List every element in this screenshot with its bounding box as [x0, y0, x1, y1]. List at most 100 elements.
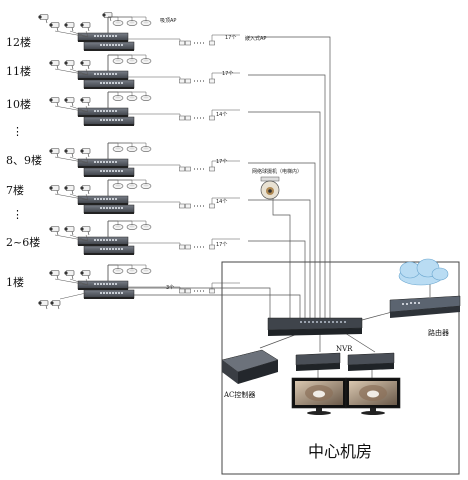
router: 路由器 — [389, 295, 461, 337]
embedded-ap-icon — [185, 115, 191, 121]
ceiling-ap-icon — [112, 267, 124, 275]
nvr-label: NVR — [336, 345, 353, 353]
ap-count-2-6: 17个 — [216, 242, 227, 248]
floor-row-8-9 — [48, 142, 240, 178]
ip-camera-icon — [48, 270, 60, 280]
ceiling-ap-icon — [126, 57, 138, 65]
ip-camera-icon — [37, 300, 49, 310]
ceiling-ap-icon — [140, 57, 152, 65]
access-switch — [77, 195, 129, 206]
ip-camera-icon — [48, 60, 60, 70]
ceiling-ap-icon — [140, 267, 152, 275]
ptz-camera-label: 网络球摄机（电梯内） — [252, 168, 302, 175]
embedded-ap-icon — [209, 40, 215, 46]
ap-count-11: 17个 — [222, 71, 233, 77]
access-switch — [83, 79, 135, 90]
ip-camera-icon — [79, 270, 91, 280]
embedded-ap-icon — [185, 166, 191, 172]
floor-row-10 — [48, 91, 240, 127]
access-switch — [77, 236, 129, 247]
floor-row-12 — [37, 12, 240, 52]
embedded-ap-icon — [179, 288, 185, 294]
ceiling-ap-icon — [112, 182, 124, 190]
ceiling-ap-icon — [112, 145, 124, 153]
floor-label-1: 1楼 — [6, 275, 24, 289]
ceiling-ap-icon — [126, 182, 138, 190]
ip-camera-icon — [63, 22, 75, 32]
embedded-ap-icon — [179, 166, 185, 172]
ip-camera-icon — [48, 226, 60, 236]
nvr-2 — [347, 352, 395, 371]
ip-camera-icon — [48, 185, 60, 195]
embedded-ap-icon — [185, 40, 191, 46]
embedded-ap-icon — [185, 78, 191, 84]
ceiling-ap-icon — [140, 94, 152, 102]
ip-camera-icon — [79, 97, 91, 107]
ceiling-ap-icon — [126, 94, 138, 102]
ceiling-ap-icon — [126, 267, 138, 275]
cloud-icon — [398, 258, 449, 286]
ip-camera-icon — [48, 148, 60, 158]
ip-camera-icon — [48, 22, 60, 32]
access-switch — [83, 245, 135, 256]
embedded-ap-icon — [179, 78, 185, 84]
ip-camera-icon — [63, 270, 75, 280]
ceiling-ap-icon — [126, 19, 138, 27]
ceiling-ap-label: 吸顶AP — [160, 18, 176, 24]
access-switch — [77, 107, 129, 118]
embedded-ap-icon — [185, 244, 191, 250]
floor-dots-a: ⋮ — [12, 125, 23, 138]
ceiling-ap-icon — [140, 19, 152, 27]
monitor-2 — [345, 377, 401, 415]
embedded-ap-icon — [179, 203, 185, 209]
router-label: 路由器 — [428, 328, 449, 337]
center-room-title: 中心机房 — [308, 442, 372, 461]
floor-row-7 — [48, 179, 240, 215]
ap-count-12: 17个 — [225, 35, 236, 41]
ceiling-ap-icon — [126, 145, 138, 153]
access-switch — [77, 280, 129, 291]
ptz-camera: 网络球摄机（电梯内） — [252, 168, 302, 200]
embedded-ap-icon — [209, 288, 215, 294]
monitors — [291, 377, 401, 415]
access-switch — [77, 158, 129, 169]
floor-row-11 — [48, 54, 240, 90]
ip-camera-icon — [63, 185, 75, 195]
floor-label-11: 11楼 — [6, 64, 31, 78]
ceiling-ap-icon — [140, 145, 152, 153]
embedded-ap-icon — [179, 244, 185, 250]
floor-label-12: 12楼 — [6, 35, 31, 49]
monitor-1 — [291, 377, 347, 415]
ip-camera-icon — [63, 148, 75, 158]
floor-label-10: 10楼 — [6, 97, 31, 111]
embedded-ap-icon — [185, 203, 191, 209]
ip-camera-icon — [37, 14, 49, 24]
ip-camera-icon — [63, 226, 75, 236]
ap-count-8-9: 17个 — [216, 159, 227, 165]
floor-label-7: 7楼 — [6, 183, 24, 197]
ip-camera-icon — [63, 97, 75, 107]
embedded-ap-icon — [209, 166, 215, 172]
ceiling-ap-icon — [112, 19, 124, 27]
embedded-ap-icon — [209, 203, 215, 209]
ceiling-ap-icon — [140, 182, 152, 190]
ip-camera-icon — [63, 60, 75, 70]
embedded-ap-icon — [209, 78, 215, 84]
floor-label-2-6: 2~6楼 — [6, 235, 40, 249]
ip-camera-icon — [48, 97, 60, 107]
trunk-lines — [115, 36, 431, 380]
floor-labels: 12楼 11楼 10楼 ⋮ 8、9楼 7楼 ⋮ 2~6楼 1楼 — [6, 35, 42, 289]
access-switch — [77, 32, 129, 43]
ap-count-1: 3个 — [166, 285, 174, 291]
embedded-ap-label: 嵌入式AP — [245, 35, 266, 42]
embedded-ap-icon — [209, 244, 215, 250]
ip-camera-icon — [49, 300, 61, 310]
embedded-ap-icon — [179, 40, 185, 46]
floor-row-2-6 — [48, 220, 240, 256]
floor-rows — [37, 12, 240, 310]
floor-dots-b: ⋮ — [12, 208, 23, 221]
ac-controller: AC控制器 — [221, 349, 279, 399]
embedded-ap-icon — [179, 115, 185, 121]
nvr-units: NVR — [295, 345, 395, 371]
